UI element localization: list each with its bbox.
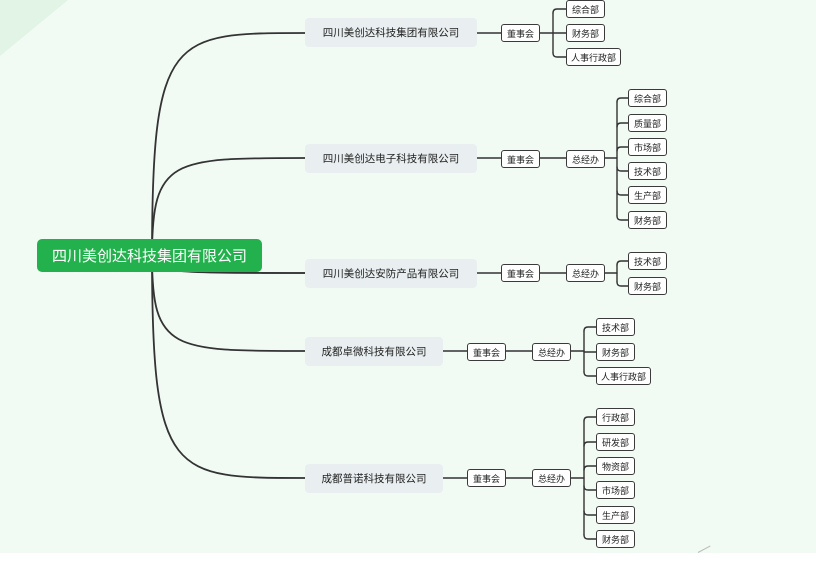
- connector: [583, 510, 597, 516]
- connector: [583, 465, 597, 471]
- board-node[interactable]: 董事会: [501, 24, 540, 42]
- connector: [616, 281, 629, 287]
- board-node[interactable]: 董事会: [467, 469, 506, 487]
- connector: [583, 485, 597, 491]
- department-node[interactable]: 财务部: [596, 530, 635, 548]
- connector: [583, 441, 597, 447]
- department-node[interactable]: 人事行政部: [596, 367, 651, 385]
- connector: [583, 371, 597, 377]
- connector: [616, 260, 629, 266]
- connector: [616, 97, 629, 103]
- connector: [616, 146, 629, 152]
- root-node[interactable]: 四川美创达科技集团有限公司: [37, 239, 262, 272]
- company-node[interactable]: 四川美创达科技集团有限公司: [305, 18, 477, 47]
- department-node[interactable]: 物资部: [596, 457, 635, 475]
- company-node[interactable]: 四川美创达电子科技有限公司: [305, 144, 477, 173]
- company-node[interactable]: 四川美创达安防产品有限公司: [305, 259, 477, 288]
- department-node[interactable]: 市场部: [596, 481, 635, 499]
- department-node[interactable]: 生产部: [596, 506, 635, 524]
- board-node[interactable]: 董事会: [501, 150, 540, 168]
- connector: [151, 157, 306, 257]
- gm-office-node[interactable]: 总经办: [532, 469, 571, 487]
- connector: [552, 52, 567, 58]
- connector: [151, 255, 306, 479]
- gm-office-node[interactable]: 总经办: [532, 343, 571, 361]
- board-node[interactable]: 董事会: [501, 264, 540, 282]
- department-node[interactable]: 研发部: [596, 433, 635, 451]
- connector: [616, 190, 629, 196]
- gm-office-node[interactable]: 总经办: [566, 264, 605, 282]
- gm-office-node[interactable]: 总经办: [566, 150, 605, 168]
- connector: [583, 534, 597, 540]
- department-node[interactable]: 行政部: [596, 408, 635, 426]
- connector: [616, 166, 629, 172]
- connector: [583, 326, 597, 332]
- department-node[interactable]: 财务部: [596, 343, 635, 361]
- connector: [151, 32, 306, 257]
- department-node[interactable]: 技术部: [596, 318, 635, 336]
- connector: [151, 255, 306, 352]
- connector: [552, 8, 567, 14]
- department-node[interactable]: 质量部: [628, 114, 667, 132]
- company-node[interactable]: 成都普诺科技有限公司: [305, 464, 443, 493]
- connector: [616, 122, 629, 128]
- department-node[interactable]: 技术部: [628, 162, 667, 180]
- department-node[interactable]: 财务部: [566, 24, 605, 42]
- department-node[interactable]: 财务部: [628, 277, 667, 295]
- department-node[interactable]: 综合部: [566, 0, 605, 18]
- connector: [583, 416, 597, 422]
- department-node[interactable]: 技术部: [628, 252, 667, 270]
- department-node[interactable]: 市场部: [628, 138, 667, 156]
- department-node[interactable]: 财务部: [628, 211, 667, 229]
- department-node[interactable]: 人事行政部: [566, 48, 621, 66]
- department-node[interactable]: 综合部: [628, 89, 667, 107]
- company-node[interactable]: 成都卓微科技有限公司: [305, 337, 443, 366]
- department-node[interactable]: 生产部: [628, 186, 667, 204]
- board-node[interactable]: 董事会: [467, 343, 506, 361]
- connector: [616, 215, 629, 221]
- corner-decoration: [0, 0, 68, 56]
